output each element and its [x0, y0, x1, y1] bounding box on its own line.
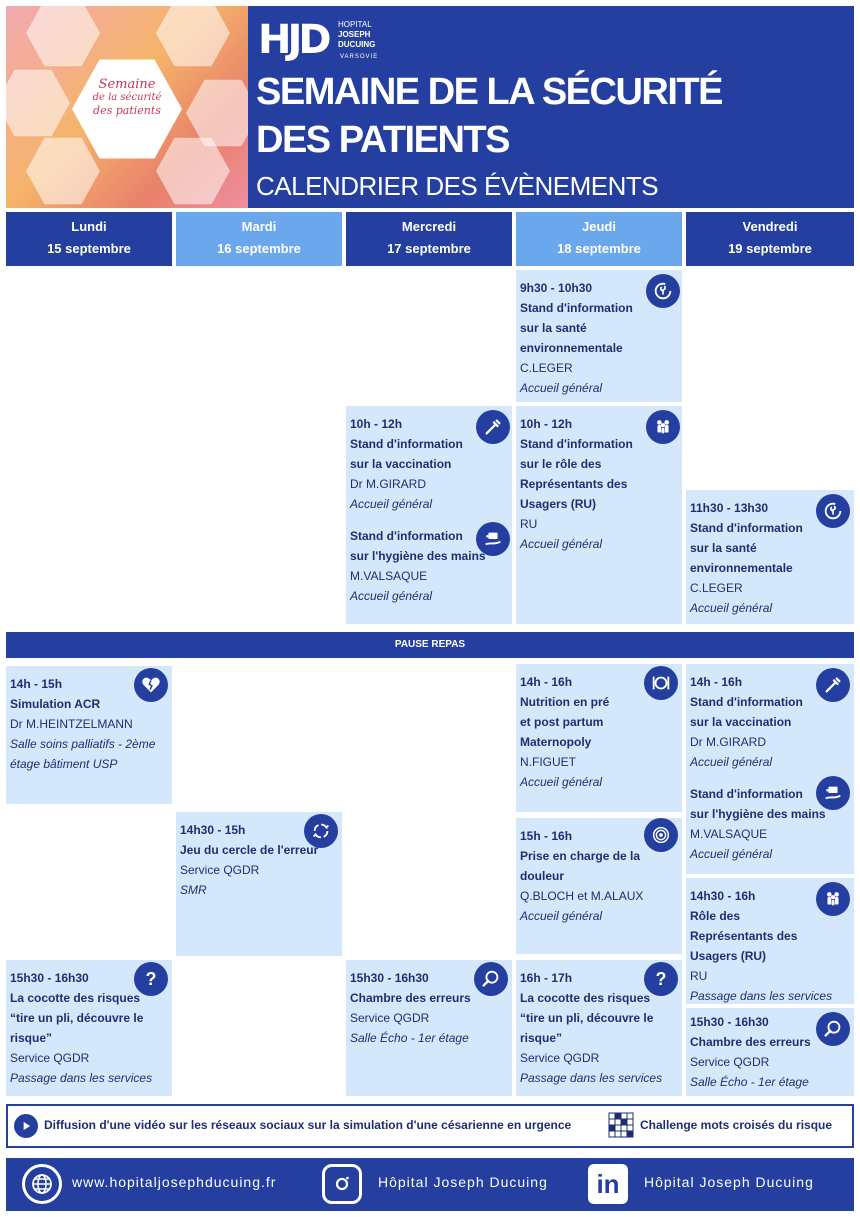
website-link[interactable]: www.hopitaljosephducuing.fr — [72, 1174, 277, 1190]
linkedin-icon[interactable]: in — [588, 1164, 628, 1204]
crossword-icon — [608, 1112, 634, 1138]
hand-wash-icon — [816, 776, 850, 810]
linkedin-link[interactable]: Hôpital Joseph Ducuing — [644, 1174, 814, 1190]
page-title: SEMAINE DE LA SÉCURITÉ — [256, 71, 723, 113]
question-icon: ? — [134, 962, 168, 996]
logo-subtitle: VARSOVIE — [340, 54, 379, 60]
page-title-line2: DES PATIENTS — [256, 119, 510, 161]
people-icon — [646, 410, 680, 444]
header-illustration: Semaine de la sécurité des patients — [6, 6, 248, 208]
page-subtitle: CALENDRIER DES ÉVÈNEMENTS — [256, 171, 659, 201]
hex-tile — [26, 6, 100, 67]
magnifier-icon — [474, 962, 508, 996]
play-icon[interactable] — [14, 1114, 38, 1138]
cycle-arrows-icon — [304, 814, 338, 848]
event-card: 16h - 17h La cocotte des risques “tire u… — [516, 960, 682, 1096]
event-card: 14h - 16h Stand d'information sur la vac… — [686, 664, 854, 874]
event-card: 9h30 - 10h30 Stand d'information sur la … — [516, 270, 682, 402]
lunch-break-bar: PAUSE REPAS — [6, 632, 854, 658]
hex-tile — [6, 69, 70, 137]
event-card: 14h30 - 16h Rôle des Représentants des U… — [686, 878, 854, 1004]
hand-wash-icon — [476, 522, 510, 556]
crossword-challenge: Challenge mots croisés du risque — [640, 1118, 833, 1132]
hex-tile — [156, 6, 230, 67]
event-card: 10h - 12h Stand d'information sur le rôl… — [516, 406, 682, 624]
hex-tile — [26, 137, 100, 205]
event-card: 15h30 - 16h30 Chambre des erreurs Servic… — [346, 960, 512, 1096]
badge-logo: Semaine de la sécurité des patients — [92, 77, 162, 117]
event-card: 10h - 12h Stand d'information sur la vac… — [346, 406, 512, 624]
plant-cycle-icon — [646, 274, 680, 308]
magnifier-icon — [816, 1012, 850, 1046]
instagram-link[interactable]: Hôpital Joseph Ducuing — [378, 1174, 548, 1190]
video-announcement: Diffusion d'une vidéo sur les réseaux so… — [44, 1118, 572, 1132]
hjd-logo: HJD — [258, 17, 332, 63]
event-card: 14h30 - 15h Jeu du cercle de l'erreur Se… — [176, 812, 342, 956]
instagram-icon[interactable] — [322, 1164, 362, 1204]
plate-icon — [644, 666, 678, 700]
globe-icon[interactable] — [22, 1164, 62, 1204]
syringe-icon — [476, 410, 510, 444]
syringe-icon — [816, 668, 850, 702]
target-icon — [644, 818, 678, 852]
question-icon: ? — [644, 962, 678, 996]
header-banner — [248, 6, 854, 208]
extra-activities-box — [6, 1104, 854, 1148]
logo-name: HOPITAL JOSEPH DUCUING — [338, 20, 376, 49]
broken-heart-icon — [134, 668, 168, 702]
plant-cycle-icon — [816, 494, 850, 528]
footer-bar — [6, 1158, 854, 1211]
people-icon — [816, 882, 850, 916]
